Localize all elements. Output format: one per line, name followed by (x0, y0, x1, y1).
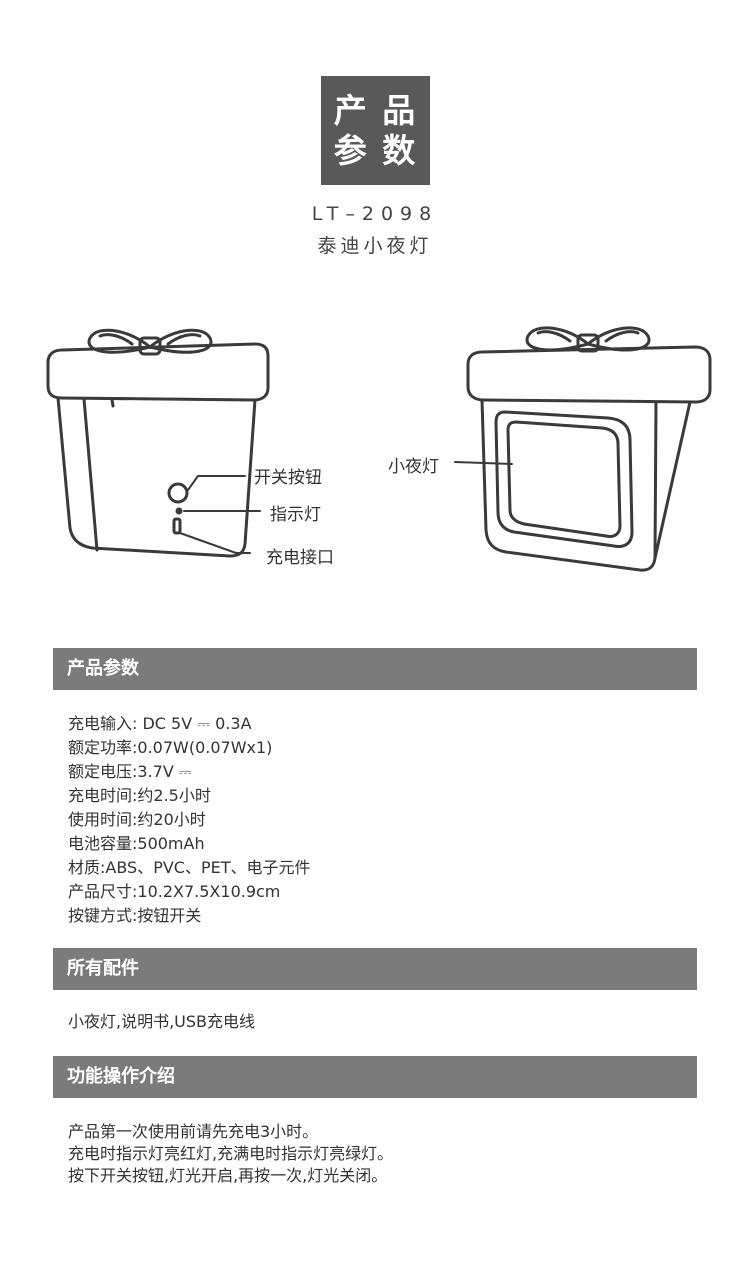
spec-item: 材质:ABS、PVC、PET、电子元件 (68, 858, 311, 877)
callout-switch: 开关按钮 (254, 468, 322, 488)
operation-list: 产品第一次使用前请先充电3小时。 充电时指示灯亮红灯,充满电时指示灯亮绿灯。 按… (68, 1121, 393, 1187)
section-operation-header: 功能操作介绍 (53, 1056, 697, 1098)
product-name: 泰迪小夜灯 (317, 235, 433, 257)
spec-item: 电池容量:500mAh (68, 834, 205, 853)
gift-box-window-view (466, 326, 712, 572)
spec-item: 额定功率:0.07W(0.07Wx1) (68, 738, 273, 757)
badge-line-2: 参 数 (333, 130, 418, 170)
header-badge: 产 品 参 数 (321, 76, 430, 185)
spec-list: 充电输入: DC 5V ⎓ 0.3A 额定功率:0.07W(0.07Wx1) 额… (68, 712, 311, 928)
product-illustration (46, 326, 712, 572)
operation-item: 产品第一次使用前请先充电3小时。 (68, 1122, 319, 1141)
model-number: LT–2098 (311, 203, 439, 225)
badge-line-1: 产 品 (333, 90, 418, 130)
spec-item: 充电时间:约2.5小时 (68, 786, 211, 805)
operation-item: 充电时指示灯亮红灯,充满电时指示灯亮绿灯。 (68, 1144, 394, 1163)
section-specs-header: 产品参数 (53, 648, 697, 690)
gift-box-front-view (46, 328, 270, 558)
spec-item: 按键方式:按钮开关 (68, 906, 202, 925)
accessories-text: 小夜灯,说明书,USB充电线 (68, 1012, 256, 1031)
spec-item: 产品尺寸:10.2X7.5X10.9cm (68, 882, 281, 901)
spec-item: 充电输入: DC 5V ⎓ 0.3A (68, 714, 252, 733)
callout-night-light: 小夜灯 (388, 457, 439, 477)
spec-item: 使用时间:约20小时 (68, 810, 206, 829)
section-accessories-header: 所有配件 (53, 948, 697, 990)
spec-item: 额定电压:3.7V ⎓ (68, 762, 192, 781)
callout-indicator: 指示灯 (270, 505, 321, 525)
callout-charge-port: 充电接口 (266, 548, 334, 568)
operation-item: 按下开关按钮,灯光开启,再按一次,灯光关闭。 (68, 1166, 388, 1185)
